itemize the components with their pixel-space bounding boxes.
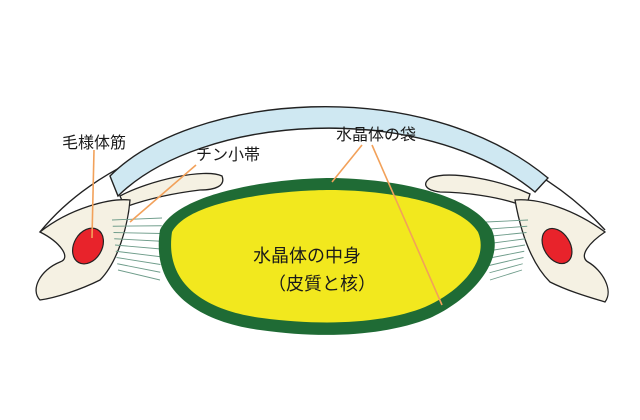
zonule-fiber-left-7	[117, 263, 161, 273]
label-ciliary-muscle: 毛様体筋	[62, 133, 126, 152]
iris-right	[425, 174, 531, 208]
leader-zonule	[129, 164, 197, 223]
zonule-fiber-right-0	[485, 219, 529, 223]
leader-ciliary-muscle	[91, 149, 95, 239]
leader-capsule-top	[331, 144, 363, 183]
zonule-fibers-left	[111, 217, 163, 281]
iris-left	[119, 172, 224, 208]
zonule-fiber-left-8	[117, 269, 161, 281]
leader-capsule-bottom	[371, 144, 443, 306]
ciliary-muscle-right	[541, 227, 573, 265]
label-zonule: チン小帯	[196, 145, 260, 164]
zonule-fiber-left-0	[111, 217, 163, 221]
cornea	[109, 105, 550, 198]
zonule-fiber-left-4	[114, 244, 162, 250]
label-lens-body-sub: （皮質と核）	[268, 274, 376, 295]
zonule-fiber-right-8	[489, 269, 523, 281]
zonule-fiber-left-3	[114, 238, 162, 242]
label-lens-capsule: 水晶体の袋	[336, 125, 416, 144]
zonule-fiber-left-6	[116, 257, 161, 265]
ciliary-muscle-left	[71, 227, 105, 265]
zonule-fiber-right-7	[489, 263, 523, 274]
zonule-fiber-left-5	[115, 250, 161, 258]
zonule-fiber-left-1	[112, 225, 162, 227]
zonule-fiber-left-2	[113, 232, 162, 234]
label-lens-body: 水晶体の中身	[253, 246, 361, 267]
zonule-fiber-right-6	[488, 257, 524, 266]
zonule-fiber-right-1	[486, 225, 528, 230]
lens-body	[171, 190, 481, 323]
zonule-fiber-right-5	[488, 250, 525, 259]
